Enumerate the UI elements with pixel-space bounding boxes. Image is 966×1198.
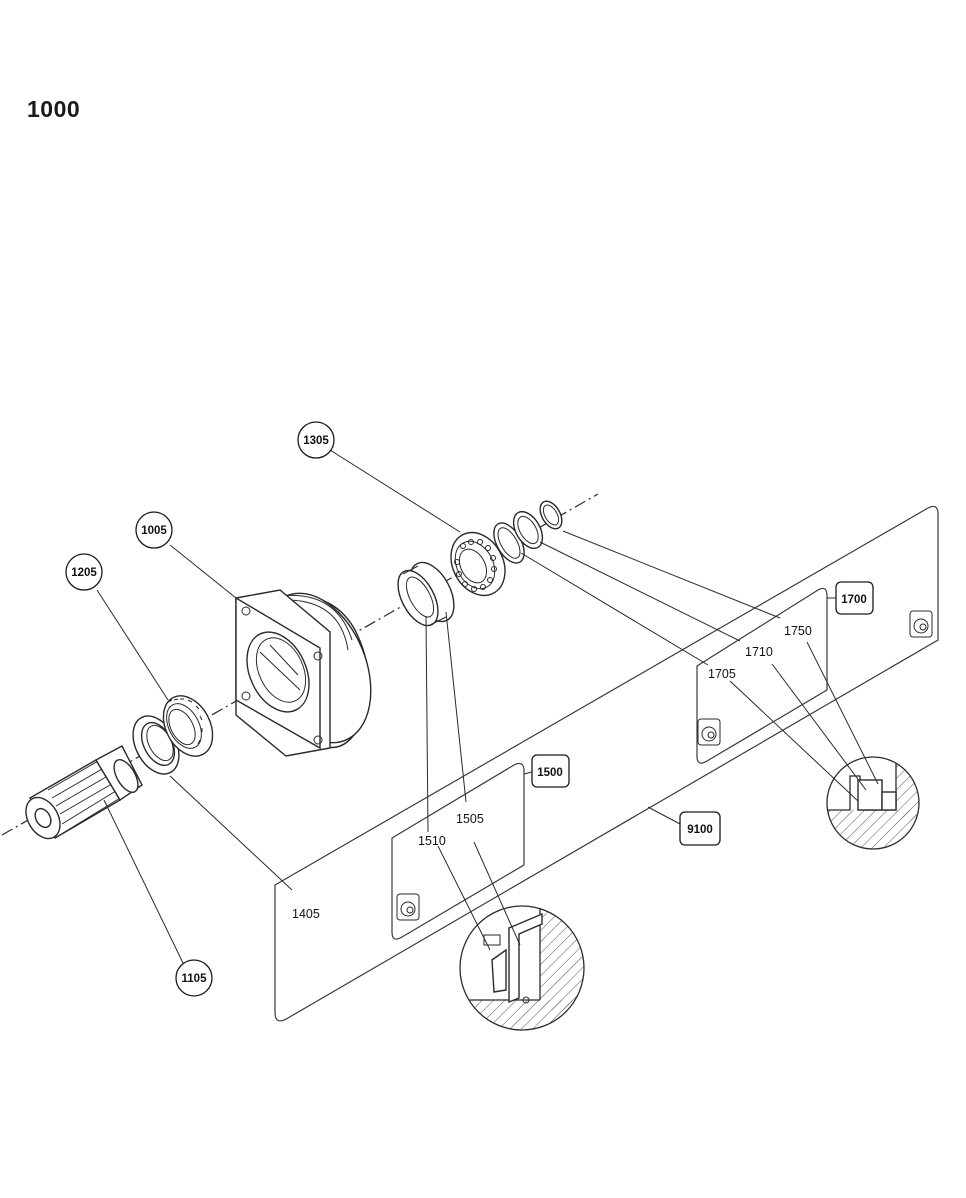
svg-text:1205: 1205 xyxy=(71,567,97,579)
label-1405: 1405 xyxy=(292,907,320,921)
callout-9100[interactable]: 9100 xyxy=(679,811,721,846)
label-1705: 1705 xyxy=(708,667,736,681)
callout-1500[interactable]: 1500 xyxy=(531,754,570,788)
detail-view-1500 xyxy=(459,905,585,1031)
bearing-housing-flange xyxy=(235,589,372,757)
callout-1205[interactable]: 1205 xyxy=(65,553,103,591)
callout-1700[interactable]: 1700 xyxy=(835,581,874,615)
lubricate-icon xyxy=(396,893,420,921)
label-1750: 1750 xyxy=(784,624,812,638)
lubricate-icon xyxy=(697,718,721,746)
detail-view-1700 xyxy=(826,756,920,850)
seal-rings-1700 xyxy=(493,500,563,564)
label-1510: 1510 xyxy=(418,834,446,848)
svg-text:1500: 1500 xyxy=(537,767,563,779)
callout-1305[interactable]: 1305 xyxy=(297,421,335,459)
lubricate-icon xyxy=(909,610,933,638)
svg-text:9100: 9100 xyxy=(687,824,713,836)
label-1710: 1710 xyxy=(745,645,773,659)
leader-lines xyxy=(96,449,879,964)
splined-shaft xyxy=(25,745,143,840)
seal-group-1700-panel xyxy=(696,587,828,764)
label-1505: 1505 xyxy=(456,812,484,826)
ball-bearing-1305 xyxy=(450,531,506,597)
page-title: 1000 xyxy=(27,96,81,122)
svg-text:1700: 1700 xyxy=(841,594,867,606)
svg-text:1105: 1105 xyxy=(182,973,208,985)
callout-1005[interactable]: 1005 xyxy=(135,511,173,549)
callout-1105[interactable]: 1105 xyxy=(175,959,213,997)
svg-text:1005: 1005 xyxy=(141,525,167,537)
roller-bearing-1205 xyxy=(162,695,214,757)
seal-group-1500-panel xyxy=(391,762,525,940)
svg-text:1305: 1305 xyxy=(303,435,329,447)
